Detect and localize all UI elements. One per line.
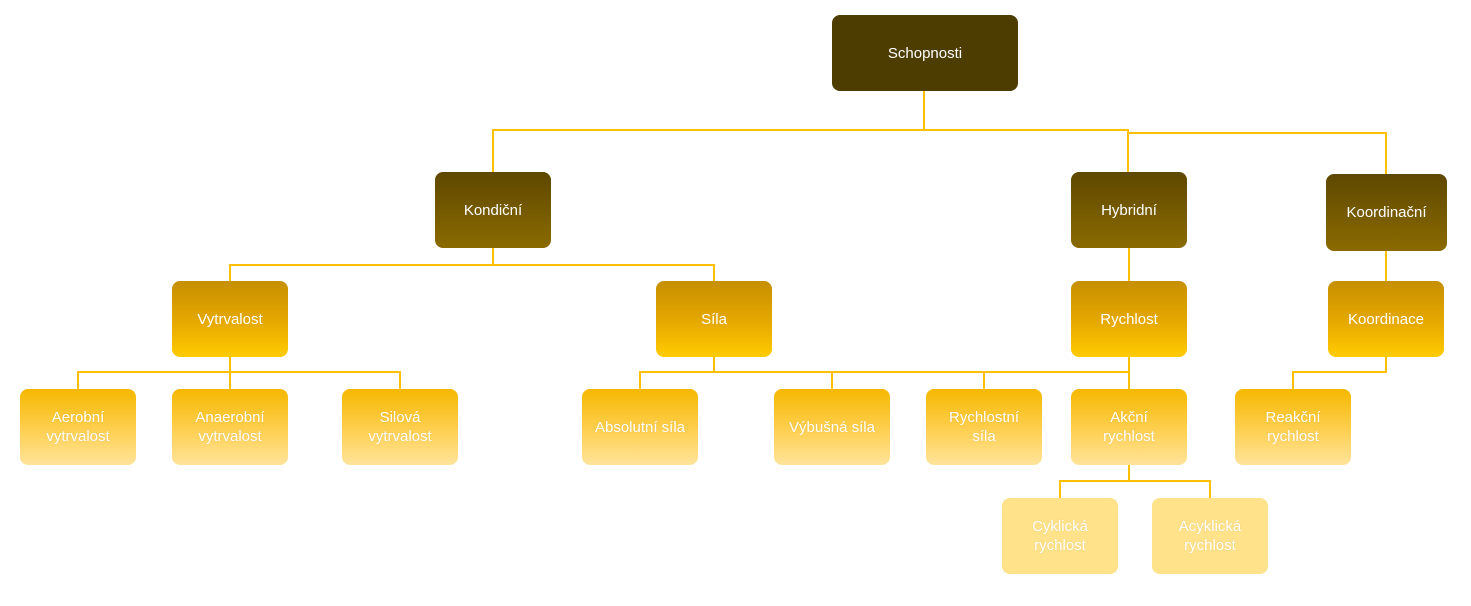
connector-kondicni-children [229, 248, 715, 281]
connector-vytrvalost-children [77, 357, 401, 389]
node-label: Kondiční [463, 201, 523, 219]
node-label: Koordinace [1348, 310, 1424, 328]
node-label: Reakční rychlost [1265, 409, 1321, 445]
node-koordinacni: Koordinační [1326, 174, 1447, 251]
node-label: Schopnosti [887, 44, 963, 62]
node-label: Cyklická rychlost [1032, 518, 1088, 554]
connector-root-kondicni [492, 91, 925, 172]
node-reakcni-rychlost: Reakční rychlost [1235, 389, 1351, 465]
node-anaerobni-vytrvalost: Anaerobní vytrvalost [172, 389, 288, 465]
node-kondicni: Kondiční [435, 172, 551, 248]
node-koordinace: Koordinace [1328, 281, 1444, 357]
connector-koordinace-reakcni [1292, 357, 1387, 389]
node-absolutni-sila: Absolutní síla [582, 389, 698, 465]
node-label: Koordinační [1346, 204, 1427, 221]
node-label: Absolutní síla [594, 418, 686, 436]
node-label: Síla [701, 310, 727, 328]
node-sila: Síla [656, 281, 772, 357]
node-akcni-rychlost: Akční rychlost [1071, 389, 1187, 465]
node-acyklicka-rychlost: Acyklická rychlost [1152, 498, 1268, 574]
node-aerobni-vytrvalost: Aerobní vytrvalost [20, 389, 136, 465]
node-label: Acyklická rychlost [1178, 518, 1242, 554]
connector-sila-children [639, 357, 1129, 389]
connector-root-koordinacni [1128, 132, 1387, 174]
node-vytrvalost: Vytrvalost [172, 281, 288, 357]
node-label: Silová vytrvalost [368, 409, 432, 445]
node-rychlost: Rychlost [1071, 281, 1187, 357]
node-cyklicka-rychlost: Cyklická rychlost [1002, 498, 1118, 574]
node-label: Výbušná síla [789, 418, 875, 436]
node-silova-vytrvalost: Silová vytrvalost [342, 389, 458, 465]
connector-akcni-children [1059, 465, 1211, 498]
node-label: Hybridní [1101, 201, 1157, 219]
node-rychlostni-sila: Rychlostní síla [926, 389, 1042, 465]
node-vybusna-sila: Výbušná síla [774, 389, 890, 465]
node-label: Aerobní vytrvalost [46, 409, 110, 445]
node-label: Rychlost [1100, 310, 1158, 328]
node-label: Vytrvalost [197, 310, 263, 328]
node-label: Anaerobní vytrvalost [195, 409, 265, 445]
node-label: Rychlostní síla [948, 409, 1020, 445]
connector-root-hybridni [924, 129, 1129, 172]
node-schopnosti: Schopnosti [832, 15, 1018, 91]
node-label: Akční rychlost [1103, 409, 1155, 445]
node-hybridni: Hybridní [1071, 172, 1187, 248]
